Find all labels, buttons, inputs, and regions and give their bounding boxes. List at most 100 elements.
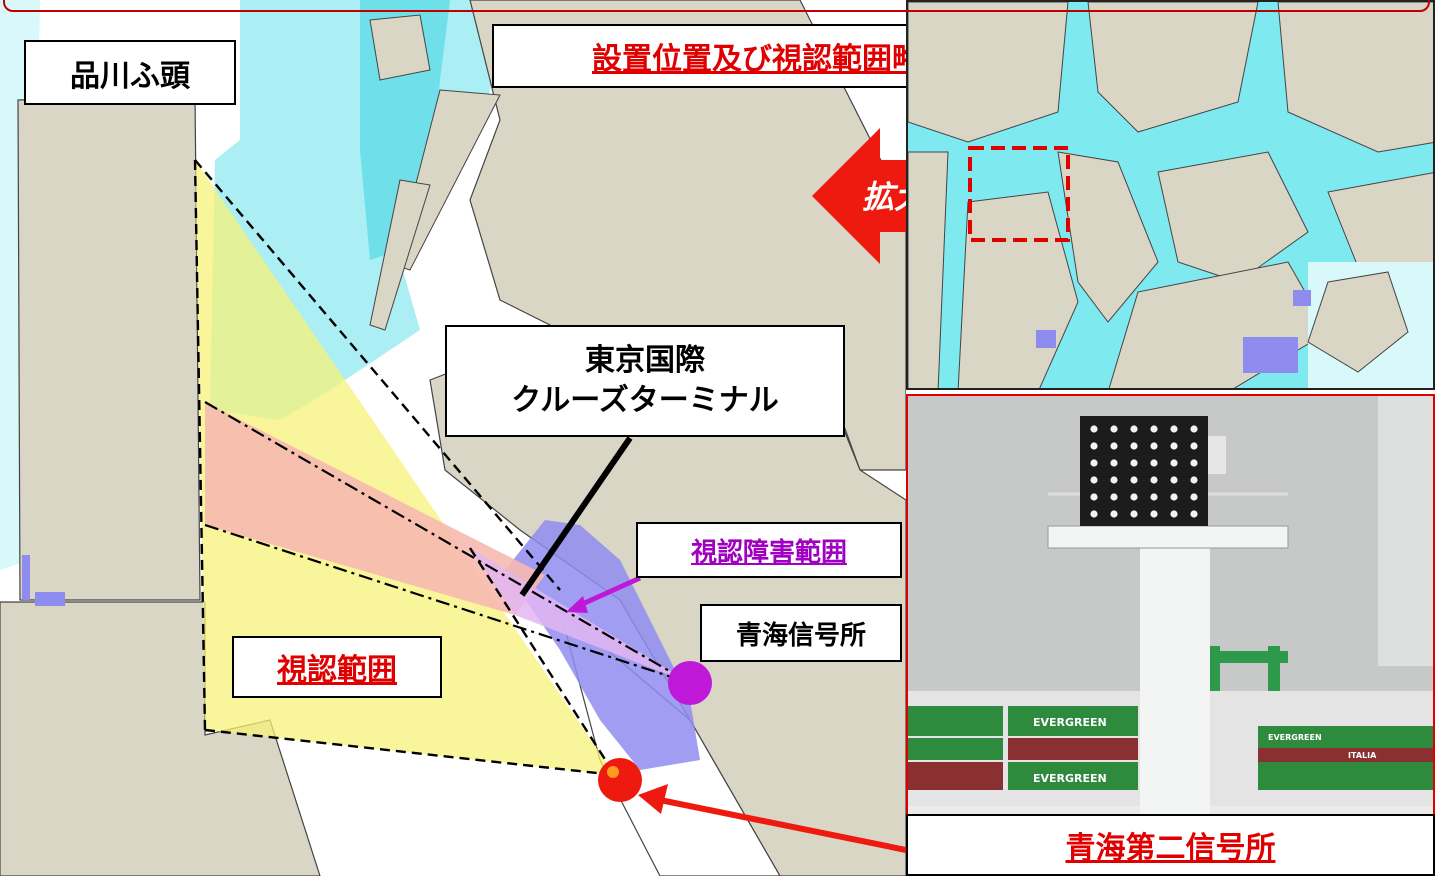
container-8: [1258, 748, 1433, 762]
signal-light-dot: [1150, 459, 1158, 467]
station-seikai-marker: [668, 661, 712, 705]
structure-purple: [35, 592, 65, 606]
photo-tower-pole: [1140, 546, 1210, 826]
photo-platform: [1047, 525, 1289, 549]
top-banner-frame: [3, 0, 1430, 12]
inset-overview-map: [906, 0, 1435, 390]
inset-land-ne: [1277, 2, 1433, 153]
container-6: [1008, 762, 1138, 790]
signal-light-dot: [1090, 459, 1098, 467]
signal-light-dot: [1090, 425, 1098, 433]
signal-light-dot: [1170, 425, 1178, 433]
signal-light-dot: [1090, 442, 1098, 450]
signal-light-dot: [1190, 510, 1198, 518]
signal-light-dot: [1130, 493, 1138, 501]
obstruction-arrow-line: [576, 575, 642, 609]
visible-range-area: [195, 160, 615, 775]
container-5: [908, 762, 1003, 790]
land-shinagawa-wharf: [17, 94, 201, 601]
range-line-bottom: [204, 728, 616, 777]
signal-light-dot: [1090, 493, 1098, 501]
signal-light-dot: [1170, 442, 1178, 450]
signal-light-dot: [1110, 476, 1118, 484]
photo-tower-right: [1378, 396, 1433, 666]
obstruction-area-pink: [205, 402, 545, 615]
station-seikai-2-marker: [598, 758, 642, 802]
obstruction-label: 視認障害範囲: [636, 522, 902, 578]
signal-light-dot: [1130, 476, 1138, 484]
inset-focus-box: [968, 146, 1070, 242]
container-text-a: EVERGREEN: [1033, 716, 1107, 729]
station-seikai-text: 青海信号所: [735, 620, 866, 651]
range-line-pier: [468, 547, 617, 776]
photo-signal-box: [1208, 436, 1226, 474]
signal-light-dot: [1170, 476, 1178, 484]
wharf-text: 品川ふ頭: [70, 58, 190, 94]
terminal-text-line1: 東京国際: [585, 342, 705, 378]
signal-light-dot: [1150, 442, 1158, 450]
container-text-b: EVERGREEN: [1033, 772, 1107, 785]
signal-light-dot: [1170, 459, 1178, 467]
signal-light-dot: [1190, 476, 1198, 484]
inset-purple-2: [1293, 290, 1311, 306]
photo-arrow-line: [659, 797, 906, 853]
signal-light-dot: [1110, 510, 1118, 518]
station-seikai-2-label: 青海第二信号所: [906, 814, 1435, 876]
signal-light-dot: [1110, 425, 1118, 433]
inset-land-center: [1057, 151, 1159, 323]
station-seikai-2-text: 青海第二信号所: [1065, 831, 1276, 866]
container-2: [1008, 706, 1138, 736]
container-4: [1008, 738, 1138, 760]
signal-light-dot: [1090, 510, 1098, 518]
range-line-pink-bottom: [204, 523, 691, 685]
signal-light-dot: [1130, 425, 1138, 433]
container-1: [908, 706, 1003, 736]
zoom-label: 拡大: [862, 178, 906, 216]
signal-light-dot: [1170, 510, 1178, 518]
signal-light-dot: [1170, 493, 1178, 501]
wharf-label: 品川ふ頭: [24, 40, 236, 105]
terminal-leader-line: [519, 436, 633, 597]
container-text-c: EVERGREEN: [1268, 733, 1322, 742]
waterway-purple: [22, 555, 30, 600]
terminal-label: 東京国際 クルーズターミナル: [445, 325, 845, 437]
container-text-d: ITALIA: [1348, 751, 1377, 760]
signal-light-dot: [1190, 459, 1198, 467]
station-seikai-2-core: [607, 766, 619, 778]
range-line-pink-top: [204, 401, 691, 684]
signal-station-photo: EVERGREEN EVERGREEN EVERGREEN ITALIA: [906, 394, 1435, 876]
breakwater-2: [369, 179, 431, 331]
visible-range-label: 視認範囲: [232, 636, 442, 698]
inset-land-center-east: [1157, 151, 1309, 283]
photo-svg: EVERGREEN EVERGREEN EVERGREEN ITALIA: [908, 396, 1433, 874]
photo-arrow-head: [638, 784, 668, 814]
main-map: 拡大: [0, 0, 906, 876]
signal-light-dot: [1150, 493, 1158, 501]
signal-light-dot: [1110, 493, 1118, 501]
signal-light-dot: [1130, 510, 1138, 518]
inset-land-se: [1307, 271, 1409, 373]
inset-purple-3: [1036, 330, 1056, 348]
range-line-upper: [194, 159, 561, 591]
zoom-arrow: [812, 128, 906, 264]
obstruction-area-purple: [470, 548, 690, 683]
photo-crane-beam: [1198, 651, 1288, 663]
station-seikai-label: 青海信号所: [700, 604, 902, 662]
photo-signal-lights: [1090, 425, 1198, 518]
obstruction-text: 視認障害範囲: [690, 537, 847, 568]
obstruction-arrow-head: [566, 596, 588, 613]
inset-land-n: [1087, 2, 1259, 133]
inset-land-nw: [908, 2, 1069, 143]
signal-light-dot: [1150, 425, 1158, 433]
title-text: 設置位置及び視認範囲略図: [592, 42, 952, 77]
inset-purple-1: [1243, 337, 1298, 373]
signal-light-dot: [1190, 493, 1198, 501]
land-small-island: [369, 14, 431, 81]
visible-range-text: 視認範囲: [277, 653, 397, 688]
terminal-text-line2: クルーズターミナル: [511, 383, 779, 418]
signal-light-dot: [1150, 476, 1158, 484]
signal-light-dot: [1130, 459, 1138, 467]
signal-light-dot: [1110, 442, 1118, 450]
inset-land-w: [908, 151, 949, 388]
signal-light-dot: [1110, 459, 1118, 467]
